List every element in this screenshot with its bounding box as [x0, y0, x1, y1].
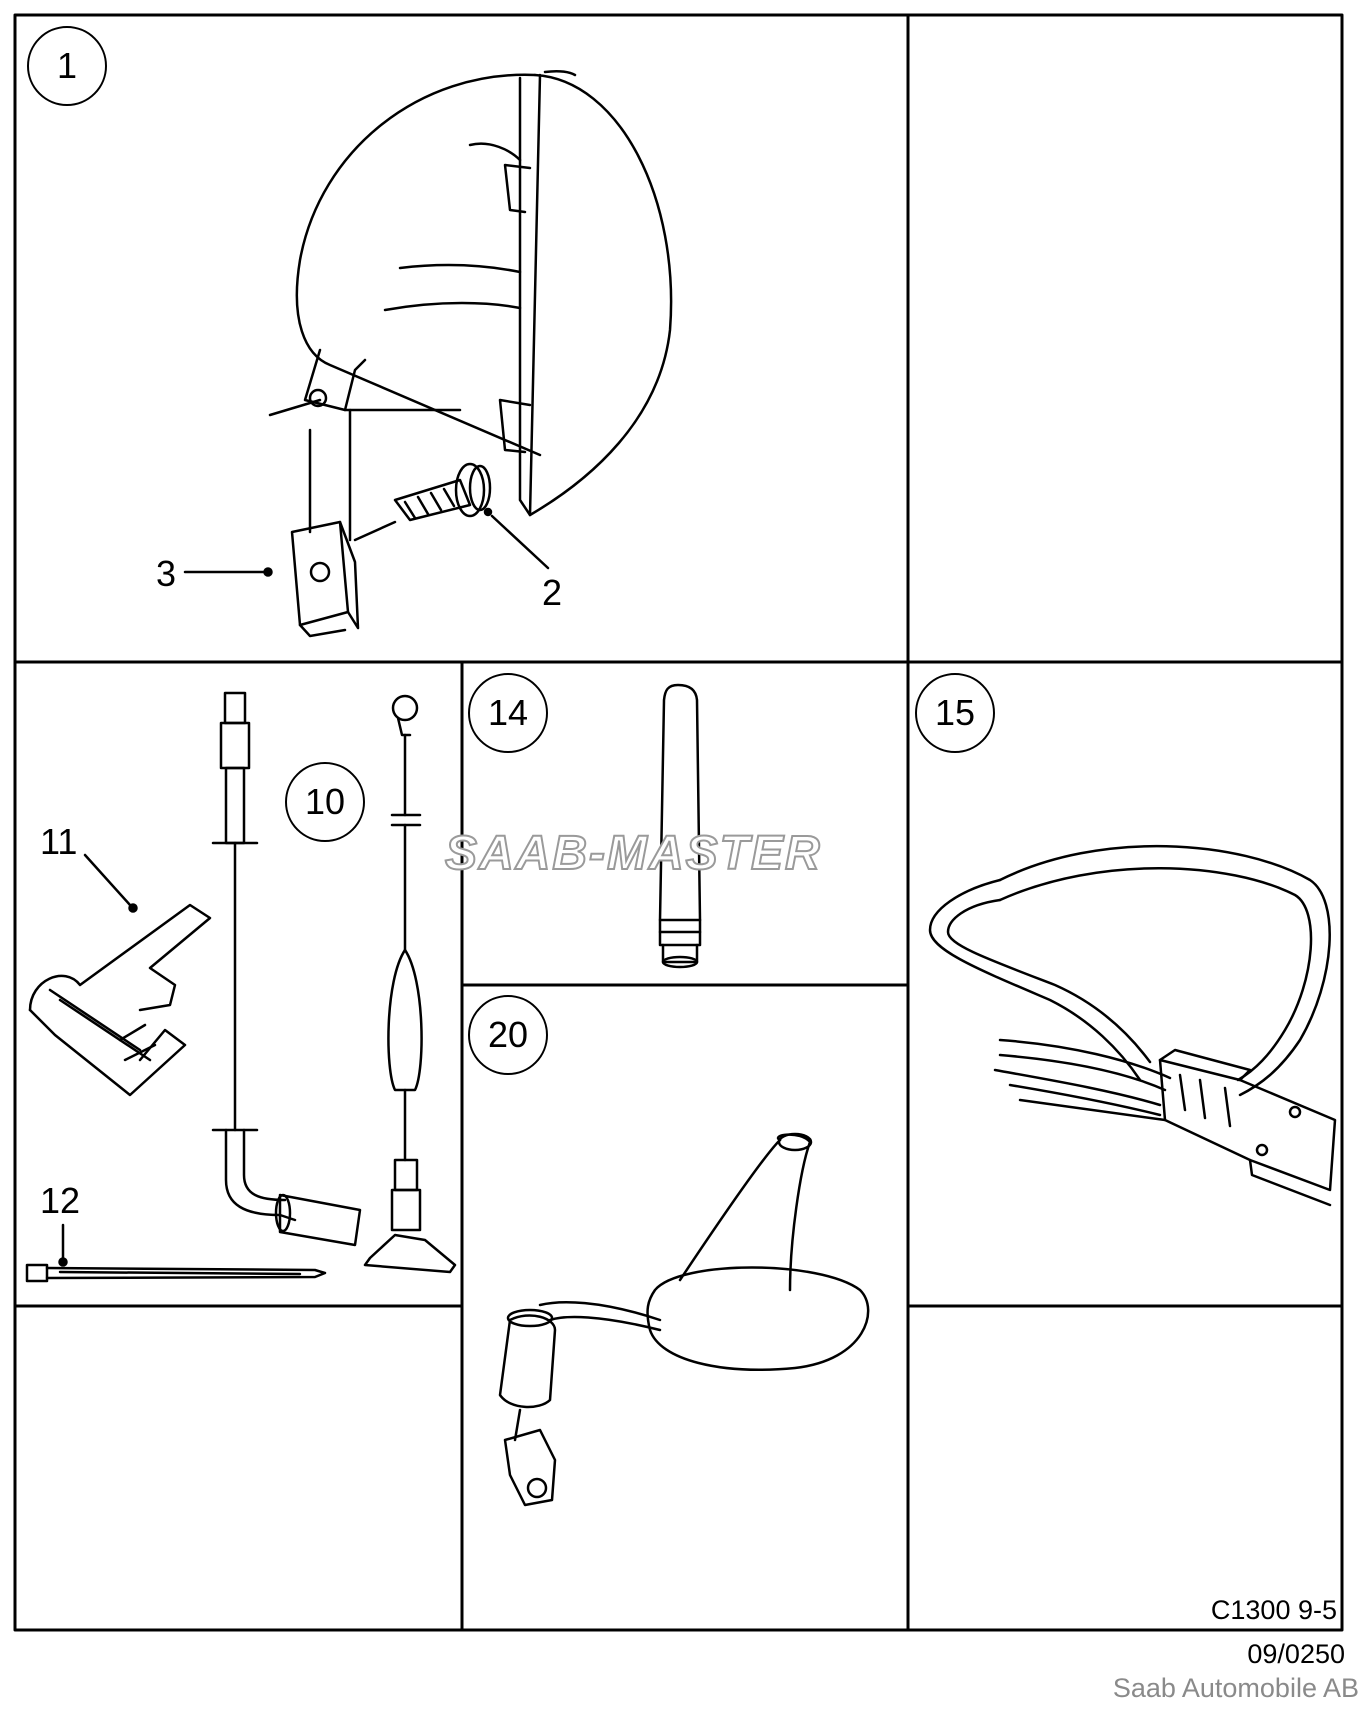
- drawing-code: C1300 9-5: [1210, 1595, 1337, 1625]
- callout-3: 3: [156, 553, 177, 594]
- drawing-date: 09/0250: [1247, 1639, 1345, 1669]
- panel-number-15: 15: [915, 673, 995, 753]
- panel-number-20: 20: [468, 995, 548, 1075]
- company-name: Saab Automobile AB: [1112, 1673, 1359, 1703]
- antenna-cable-illustration: [25, 691, 457, 1283]
- callout-2: 2: [542, 572, 563, 613]
- callout-11: 11: [40, 821, 78, 862]
- callout-12: 12: [40, 1180, 81, 1221]
- watermark: SAAB-MASTER: [444, 826, 822, 881]
- panel-number-1: 1: [27, 26, 107, 106]
- panel-grid: [13, 13, 1344, 1632]
- mirror-housing-illustration: [183, 69, 673, 638]
- rod-antenna-illustration: [658, 683, 702, 969]
- shark-fin-antenna-illustration: [498, 1132, 870, 1507]
- panel-number-10: 10: [285, 762, 365, 842]
- wiring-harness-illustration: [928, 844, 1337, 1207]
- panel-number-14: 14: [468, 673, 548, 753]
